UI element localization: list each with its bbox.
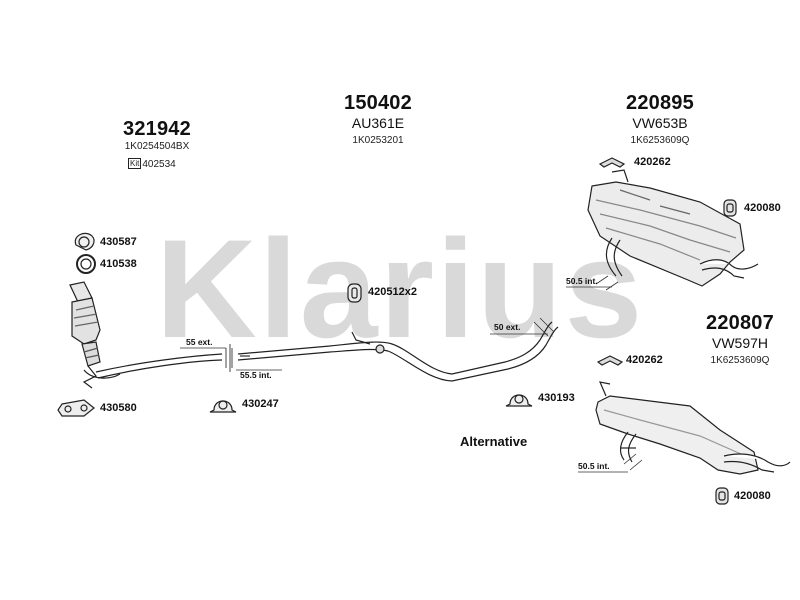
kit-number: 402534 (142, 159, 176, 170)
front-pipe (95, 353, 223, 379)
group-150402-code: AU361E (351, 115, 405, 131)
part-label-420080-bottom: 420080 (734, 490, 771, 502)
clamp-430193-icon (505, 394, 533, 407)
part-label-410538: 410538 (100, 258, 137, 270)
group-150402: 150402 AU361E 1K0253201 (330, 92, 426, 146)
mount-420080-top-icon (723, 199, 737, 217)
group-220895: 220895 VW653B 1K6253609Q (612, 92, 708, 146)
measure-55-ext: 55 ext. (186, 337, 213, 347)
part-label-430193: 430193 (538, 392, 575, 404)
bracket-420262-bottom-icon (596, 355, 624, 366)
bracket-420262-top-icon (598, 157, 626, 168)
part-label-430587: 430587 (100, 236, 137, 248)
hanger-420512-icon (347, 283, 362, 303)
group-220895-id: 220895 (626, 92, 694, 114)
rear-silencer-bottom (578, 381, 791, 475)
clamp-430247-icon (209, 400, 237, 413)
part-label-430247: 430247 (242, 398, 279, 410)
alternative-label: Alternative (460, 434, 528, 449)
group-150402-ref: 1K0253201 (352, 135, 404, 146)
part-label-420262-top: 420262 (634, 156, 671, 168)
group-220807-code: VW597H (711, 335, 769, 351)
group-150402-id: 150402 (344, 92, 412, 114)
catalytic-converter (69, 281, 121, 389)
group-321942-ref: 1K0254504BX (124, 141, 190, 152)
group-321942: 321942 1K0254504BX (112, 118, 202, 152)
measure-50-5-int-bottom: 50.5 int. (578, 461, 610, 471)
group-220895-code: VW653B (632, 115, 688, 131)
watermark-text: Klarius (156, 210, 645, 367)
group-220807-ref: 1K6253609Q (710, 355, 770, 366)
group-321942-id: 321942 (123, 118, 191, 140)
part-label-430580: 430580 (100, 402, 137, 414)
mount-420080-bottom-icon (715, 487, 729, 505)
measure-55-5-int: 55.5 int. (240, 370, 272, 380)
measure-50-5-int-top: 50.5 int. (566, 276, 598, 286)
group-220807: 220807 VW597H 1K6253609Q (692, 312, 788, 366)
rear-silencer-top (566, 169, 759, 291)
group-220895-ref: 1K6253609Q (630, 135, 690, 146)
measure-50-ext: 50 ext. (494, 322, 521, 332)
kit-badge: Kit (128, 158, 142, 169)
clamp-430587-icon (74, 232, 95, 251)
part-label-420080-top: 420080 (744, 202, 781, 214)
part-label-420512x2: 420512x2 (368, 286, 417, 298)
part-label-420262-bottom: 420262 (626, 354, 663, 366)
gasket-430580-icon (57, 399, 95, 417)
group-220807-id: 220807 (706, 312, 774, 334)
ring-410538-icon (76, 254, 96, 274)
